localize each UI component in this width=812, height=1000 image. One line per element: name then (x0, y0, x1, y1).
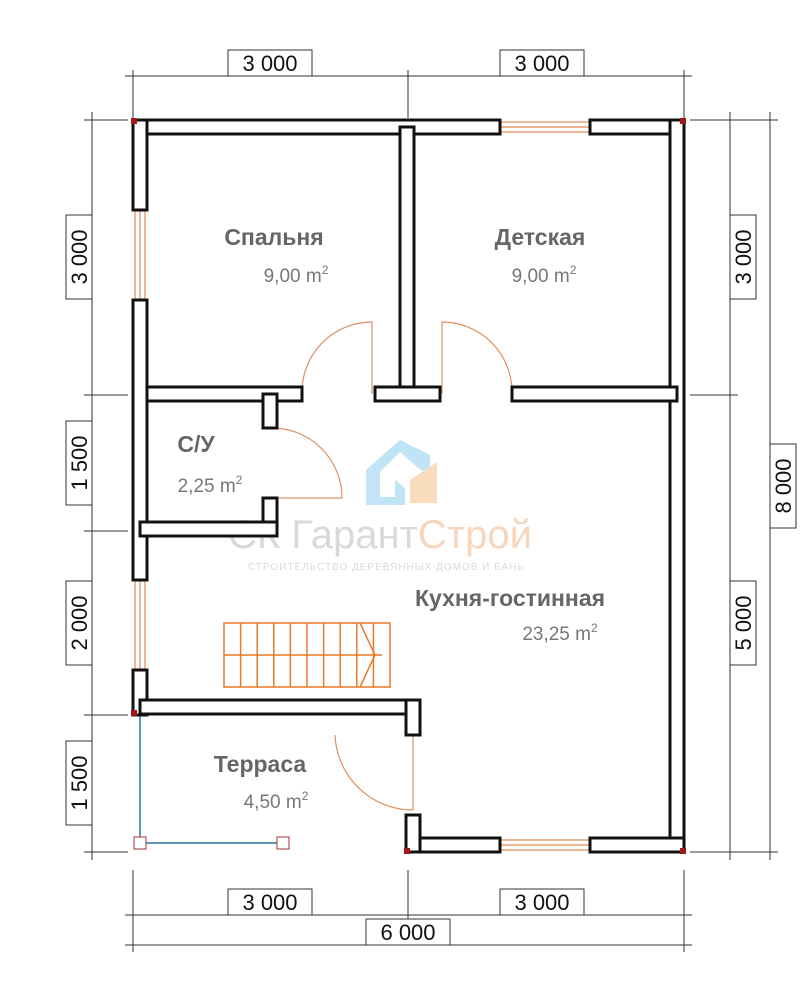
watermark-tagline: СТРОИТЕЛЬСТВО ДЕРЕВЯННЫХ ДОМОВ И БАНЬ (248, 562, 525, 573)
dim-left-3: 2 000 (67, 595, 92, 650)
room-name-bathroom: С/У (177, 431, 215, 457)
dim-right-2: 5 000 (731, 595, 756, 650)
staircase (223, 622, 391, 688)
dimension-labels: 3 000 3 000 3 000 3 000 6 000 3 000 1 50… (65, 49, 797, 946)
windows (134, 121, 591, 851)
dim-left-1: 3 000 (67, 229, 92, 284)
room-area-kids: 9,00 m2 (512, 263, 577, 287)
dim-bottom-total: 6 000 (380, 920, 435, 945)
room-name-terrace: Терраса (214, 751, 307, 777)
dim-right-total: 8 000 (771, 458, 796, 513)
room-name-kids: Детская (495, 224, 586, 250)
room-area-bathroom: 2,25 m2 (178, 473, 243, 497)
terrace-railing (133, 715, 290, 850)
dim-bottom-2: 3 000 (514, 890, 569, 915)
dim-bottom-1: 3 000 (242, 890, 297, 915)
room-area-bedroom: 9,00 m2 (264, 263, 329, 287)
walls (131, 118, 686, 854)
doors (269, 321, 513, 811)
room-area-terrace: 4,50 m2 (244, 789, 309, 813)
room-area-kitchen: 23,25 m2 (522, 621, 598, 645)
dim-top-2: 3 000 (514, 51, 569, 76)
dim-top-1: 3 000 (242, 51, 297, 76)
dim-left-4: 1 500 (67, 755, 92, 810)
room-name-kitchen: Кухня-гостинная (415, 585, 605, 611)
dim-left-2: 1 500 (67, 435, 92, 490)
dim-right-1: 3 000 (731, 229, 756, 284)
room-labels: Спальня 9,00 m2 Детская 9,00 m2 С/У 2,25… (177, 224, 605, 813)
room-name-bedroom: Спальня (224, 224, 323, 250)
